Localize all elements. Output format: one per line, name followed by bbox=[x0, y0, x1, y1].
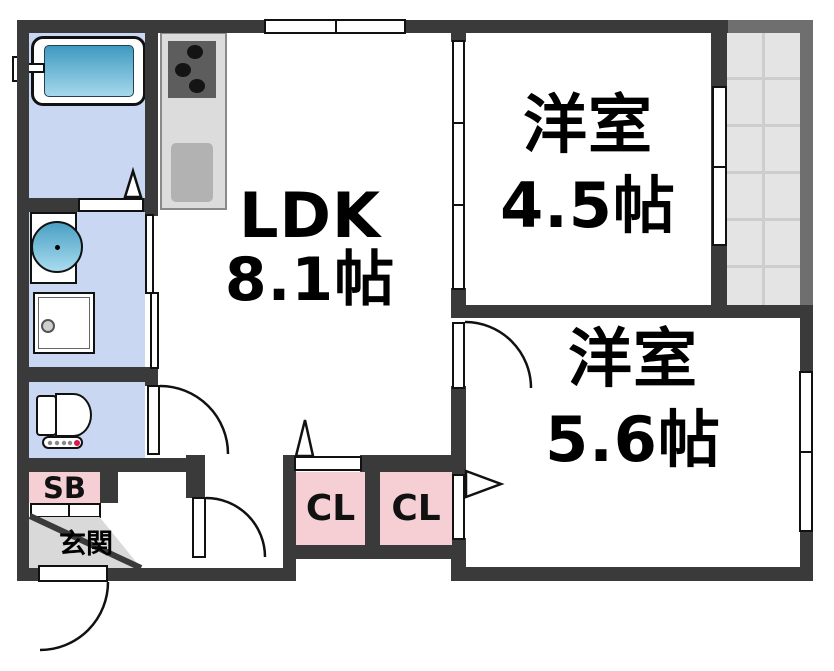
bedroom2-size-label: 5.6帖 bbox=[545, 403, 721, 476]
window-sash-divider bbox=[714, 166, 725, 168]
toilet-panel-icon bbox=[42, 436, 83, 449]
balcony-tile-divider bbox=[762, 33, 765, 305]
sliding-panel-divider bbox=[454, 204, 463, 206]
wall-shoebox-right bbox=[100, 472, 118, 503]
door-leaf-closet-right bbox=[452, 474, 465, 540]
sliding-door-washroom-panel bbox=[145, 214, 154, 294]
bathtub-water bbox=[44, 45, 134, 97]
wall-left bbox=[17, 20, 29, 581]
laundry-drain-icon bbox=[41, 319, 55, 333]
door-leaf-washroom bbox=[78, 198, 144, 212]
wall-ldk-bedroom2 bbox=[451, 386, 466, 476]
stove-burner-icon bbox=[175, 63, 191, 77]
shoe-box: SB bbox=[29, 470, 100, 505]
wall-closet-top bbox=[360, 455, 466, 472]
sliding-panel-divider bbox=[454, 122, 463, 124]
bedroom2-label: 洋室 bbox=[568, 323, 698, 397]
window-ldk-top bbox=[264, 19, 406, 34]
wall-hall-door-stub bbox=[186, 455, 205, 498]
shoe-rack bbox=[30, 503, 101, 518]
bedroom1-label: 洋室 bbox=[523, 89, 653, 163]
ldk-label: LDK bbox=[238, 179, 381, 252]
wall-toilet-bottom bbox=[29, 458, 203, 472]
wall-bedroom2-bottom bbox=[451, 567, 813, 581]
folding-door-closet-right-icon bbox=[464, 469, 505, 499]
shoe-rack-divider bbox=[68, 505, 70, 516]
window-sash-divider bbox=[801, 451, 811, 453]
shoe-box-label: SB bbox=[43, 470, 86, 505]
ldk-size-label: 8.1帖 bbox=[224, 245, 396, 315]
door-leaf-toilet bbox=[147, 385, 160, 455]
stove-burner-icon bbox=[189, 79, 205, 93]
kitchen-sink-icon bbox=[171, 143, 213, 202]
door-arc-entrance bbox=[39, 581, 110, 652]
wall-bath-kitchen bbox=[145, 33, 158, 216]
door-leaf-hallway bbox=[192, 497, 206, 558]
wall-closet-left bbox=[283, 455, 296, 581]
wall-washroom-toilet bbox=[29, 367, 146, 382]
folding-door-closet-left-icon bbox=[294, 419, 315, 458]
wall-ldk-bedroom1-top bbox=[451, 20, 466, 42]
closet-right: CL bbox=[380, 472, 452, 545]
wall-bedrooms-divider bbox=[451, 305, 813, 318]
sliding-door-ldk-bedroom1 bbox=[452, 40, 465, 290]
door-arc-bedroom2 bbox=[464, 320, 533, 389]
wash-basin-drain bbox=[55, 245, 60, 250]
door-leaf-entrance bbox=[38, 565, 108, 582]
window-sash-divider bbox=[335, 21, 337, 32]
wall-closet-middle bbox=[365, 472, 380, 545]
toilet-bowl-icon bbox=[55, 393, 92, 437]
window-bedroom1-balcony bbox=[712, 86, 727, 246]
door-arc-hallway bbox=[205, 496, 267, 558]
entrance-label: 玄関 bbox=[59, 529, 113, 560]
toilet-tank-icon bbox=[36, 395, 57, 436]
bedroom1-size-label: 4.5帖 bbox=[500, 169, 676, 242]
stove-burner-icon bbox=[187, 45, 203, 59]
closet-left: CL bbox=[296, 472, 365, 545]
balcony-rail-right bbox=[800, 20, 813, 310]
door-leaf-bedroom2 bbox=[452, 322, 465, 389]
door-arc-toilet bbox=[159, 384, 230, 455]
wall-toilet-right-stub bbox=[145, 367, 158, 386]
door-leaf-closet-left bbox=[294, 456, 362, 471]
closet-left-label: CL bbox=[305, 488, 356, 529]
closet-right-label: CL bbox=[391, 488, 441, 529]
sliding-door-washroom-panel bbox=[150, 292, 159, 369]
window-bedroom2-right bbox=[799, 371, 813, 532]
balcony-rail-top bbox=[727, 20, 813, 33]
wall-closet-bottom bbox=[283, 545, 466, 559]
